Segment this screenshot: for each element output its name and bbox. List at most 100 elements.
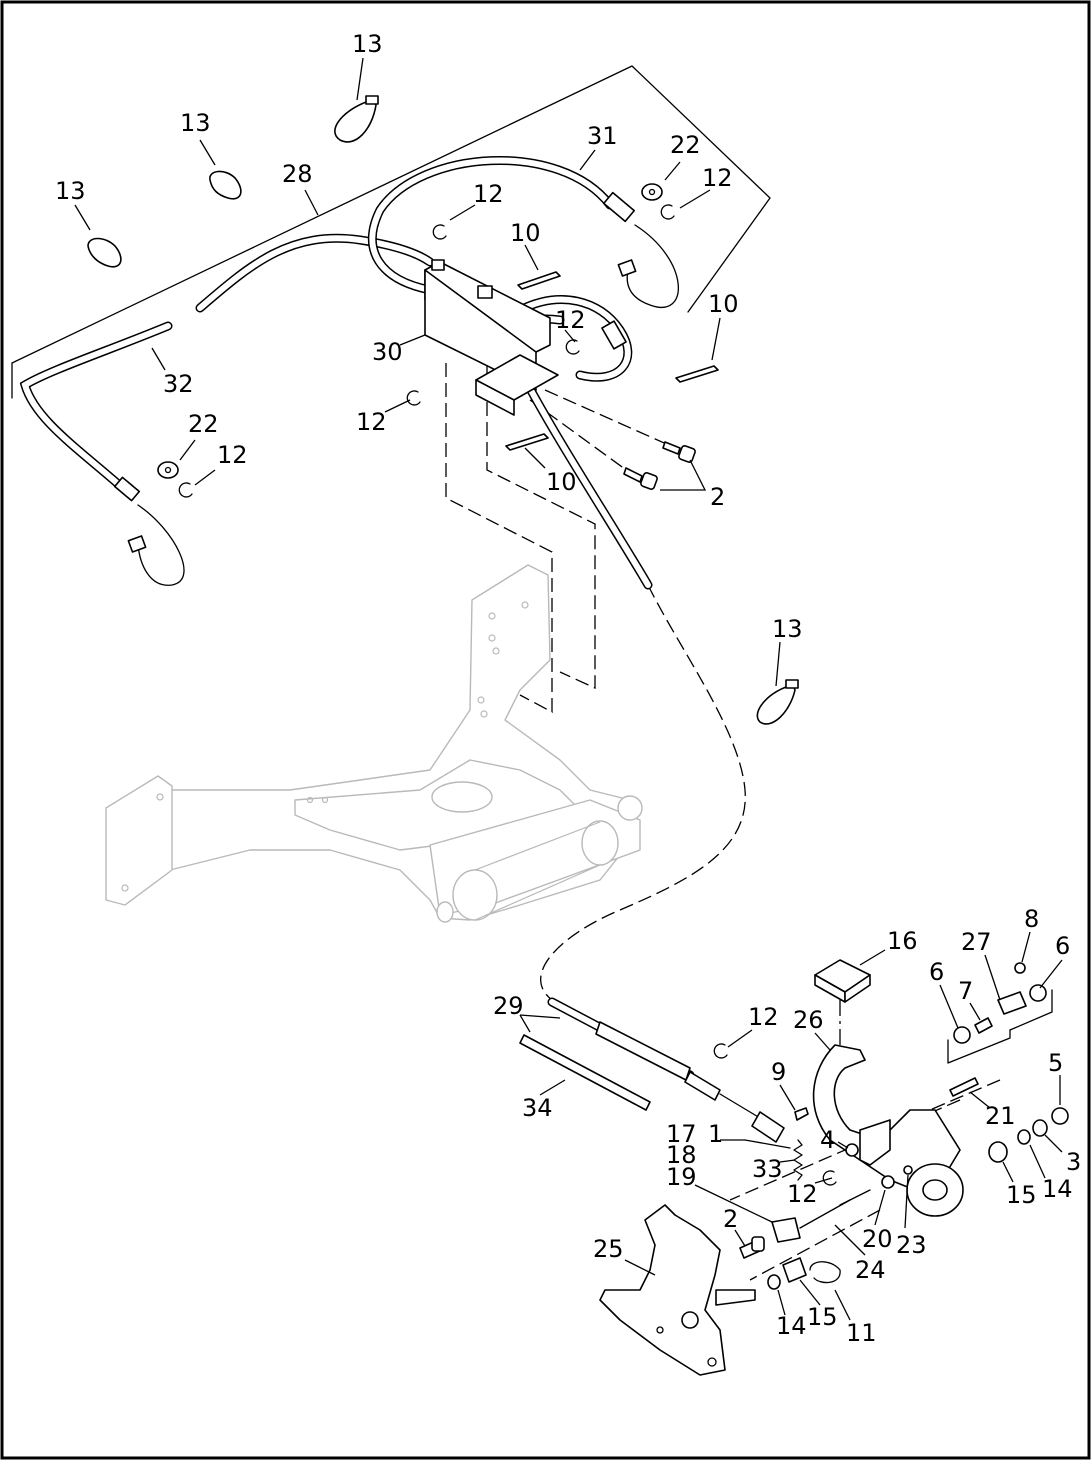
eclip-12-lower-left [178,482,193,498]
rod-34 [519,1034,651,1111]
bushing-15-lower [782,1257,807,1283]
callout-19: 19 [666,1163,697,1191]
nut-5 [1051,1107,1069,1125]
callout-10: 10 [546,468,577,496]
nut-6-left [953,1026,971,1044]
callout-3: 3 [1066,1148,1081,1176]
pedal-pad-16 [814,959,871,1003]
callout-12: 12 [356,408,387,436]
washer-22-left [157,461,179,479]
bolt-21 [949,1077,979,1097]
callout-12: 12 [702,164,733,192]
pivot-bracket-25 [599,1204,756,1376]
callout-4: 4 [820,1126,835,1154]
callout-29: 29 [493,992,524,1020]
callout-2: 2 [710,483,725,511]
callout-7: 7 [958,977,973,1005]
callout-21: 21 [985,1102,1016,1130]
callout-5: 5 [1048,1049,1063,1077]
callout-17: 17 [666,1120,697,1148]
callout-6: 6 [1055,932,1070,960]
cable-29 [547,997,785,1143]
tie-13-mid [209,170,242,200]
callout-33: 33 [752,1155,783,1183]
callout-18: 18 [666,1141,697,1169]
callout-14: 14 [1042,1175,1073,1203]
callout-22: 22 [188,410,219,438]
callout-15: 15 [1006,1181,1037,1209]
callout-13: 13 [772,615,803,643]
eclip-12-spring [822,1170,837,1186]
bolt-2-upper-a [662,441,696,463]
callout-14: 14 [776,1312,807,1340]
clip-10-upper [517,271,561,290]
callout-6: 6 [929,958,944,986]
clip-10-right [675,365,719,383]
callout-15: 15 [807,1303,838,1331]
jamnut-20 [881,1175,895,1189]
clip-10-lower [505,433,549,451]
leader-lines [74,57,1063,1321]
eclip-12-bracket [565,339,580,355]
callout-25: 25 [593,1235,624,1263]
bracket-legend-box [947,989,1053,1064]
pin-7 [974,1017,993,1034]
tie-13-top [334,95,379,143]
nut-6-right [1029,984,1047,1002]
callout-9: 9 [771,1058,786,1086]
callout-27: 27 [961,928,992,956]
spring-8 [1014,962,1026,974]
callout-20: 20 [862,1225,893,1253]
callout-26: 26 [793,1006,824,1034]
callout-12: 12 [473,180,504,208]
cable-28 [19,233,435,586]
callout-11: 11 [846,1319,877,1347]
pin-9 [794,1107,809,1121]
bolt-2-lower [739,1236,765,1259]
callout-13: 13 [55,177,86,205]
eclip-12-upper [432,224,447,240]
cable-31 [367,156,679,308]
callout-28: 28 [282,160,313,188]
perspective-frame [11,65,771,399]
callout-12: 12 [217,441,248,469]
callout-1: 1 [708,1120,723,1148]
callout-10: 10 [510,219,541,247]
washer-22-upper [641,183,663,201]
callout-32: 32 [163,370,194,398]
callout-2: 2 [723,1205,738,1233]
eclip-12-pedal [713,1043,728,1059]
eclip-12-left [406,390,421,406]
callout-24: 24 [855,1256,886,1284]
washer-3 [1032,1119,1048,1137]
callout-10: 10 [708,290,739,318]
spring-33 [793,1139,803,1181]
callout-12: 12 [787,1180,818,1208]
tie-13-left [87,237,122,268]
swingarm-frame-ghost [105,564,643,923]
callout-22: 22 [670,131,701,159]
callout-12: 12 [555,306,586,334]
callout-13: 13 [352,30,383,58]
bolt-2-upper-b [623,467,658,490]
cotter-1 [744,1139,791,1149]
callout-34: 34 [522,1094,553,1122]
callout-31: 31 [587,122,618,150]
clevis-27 [997,991,1027,1015]
washer-14-lower [767,1274,781,1290]
clevis-19 [771,1189,871,1243]
callout-23: 23 [896,1231,927,1259]
callout-16: 16 [887,927,918,955]
callout-30: 30 [372,338,403,366]
clamp-11 [809,1261,841,1284]
washer-14-right [1017,1129,1031,1145]
bracket-30 [424,259,559,416]
callout-13: 13 [180,109,211,137]
tie-13-right [756,679,799,725]
callout-8: 8 [1024,905,1039,933]
pedal-arm-26 [812,1044,964,1217]
callout-labels: 13 13 13 28 31 22 12 12 10 10 12 30 32 1… [55,30,1081,1347]
